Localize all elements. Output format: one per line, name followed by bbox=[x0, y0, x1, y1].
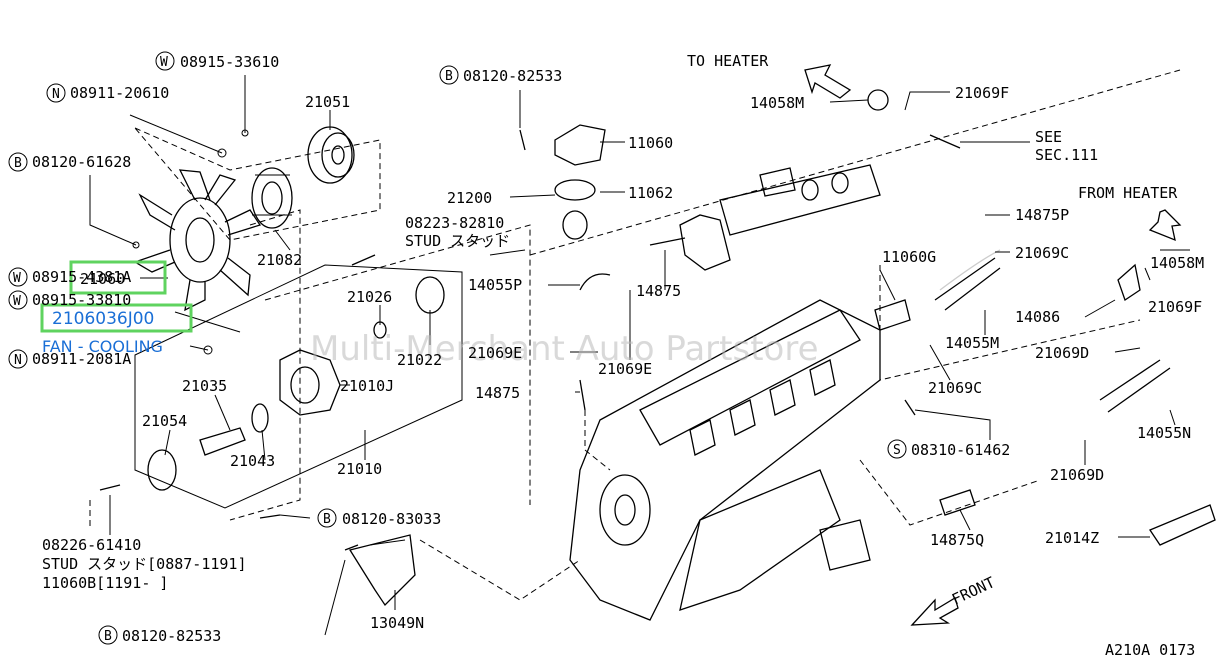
prefix-w-symbol: W bbox=[13, 294, 21, 309]
callout-21069d-mid[interactable]: 21069D bbox=[1035, 344, 1089, 362]
catalog-ref: A210A 0173 bbox=[1105, 641, 1195, 659]
callout-21043[interactable]: 21043 bbox=[230, 452, 275, 470]
highlight-box-part-number[interactable] bbox=[40, 303, 193, 333]
ref-dash-engine bbox=[859, 459, 1041, 526]
callout-21010j[interactable]: 21010J bbox=[340, 377, 394, 395]
highlight-part-number[interactable]: 2106036J00 bbox=[52, 309, 154, 329]
callout-11062[interactable]: 11062 bbox=[628, 184, 673, 202]
callout-14055n[interactable]: 14055N bbox=[1137, 424, 1191, 442]
from-heater-label: FROM HEATER bbox=[1078, 184, 1178, 202]
callout-21069f-right[interactable]: 21069F bbox=[1148, 298, 1202, 316]
callout-08226-61410[interactable]: 08226-61410 bbox=[42, 536, 141, 554]
ref-dash-mid bbox=[584, 410, 611, 471]
callout-21069d-low[interactable]: 21069D bbox=[1050, 466, 1104, 484]
stud-note-line2: 11060B[1191- ] bbox=[42, 574, 168, 592]
callout-14058m-top[interactable]: 14058M bbox=[750, 94, 804, 112]
callout-21082[interactable]: 21082 bbox=[257, 251, 302, 269]
line-art bbox=[89, 69, 1216, 636]
callout-21069e-left[interactable]: 21069E bbox=[468, 344, 522, 362]
callout-14875-left[interactable]: 14875 bbox=[475, 384, 520, 402]
prefix-circles: W N B W W N B B B S bbox=[8, 51, 907, 645]
callout-21060[interactable]: 21060 bbox=[80, 270, 125, 288]
callout-21051[interactable]: 21051 bbox=[305, 93, 350, 111]
water-outlet-drawing bbox=[679, 164, 881, 271]
from-heater-arrow-icon bbox=[1148, 209, 1182, 242]
sec-111-link[interactable]: SEC.111 bbox=[1035, 146, 1098, 164]
callout-21069e-right[interactable]: 21069E bbox=[598, 360, 652, 378]
callout-08120-82533-top[interactable]: 08120-82533 bbox=[463, 67, 562, 85]
prefix-b-symbol: B bbox=[104, 629, 112, 644]
ref-dash-bottom bbox=[419, 539, 581, 601]
to-heater-label: TO HEATER bbox=[687, 52, 769, 70]
callout-14086[interactable]: 14086 bbox=[1015, 308, 1060, 326]
hoses-drawing bbox=[348, 89, 1216, 607]
cooling-fan-drawing bbox=[133, 169, 262, 312]
callout-08915-4381a[interactable]: 08915-4381A bbox=[32, 268, 131, 286]
callout-14058m-right[interactable]: 14058M bbox=[1150, 254, 1204, 272]
stud-dash bbox=[264, 224, 531, 505]
callout-21069f-top[interactable]: 21069F bbox=[955, 84, 1009, 102]
callout-11060[interactable]: 11060 bbox=[628, 134, 673, 152]
front-arrow-icon bbox=[910, 597, 959, 626]
callout-21035[interactable]: 21035 bbox=[182, 377, 227, 395]
prefix-b-symbol: B bbox=[323, 512, 331, 527]
watermark-text: Multi-Merchant Auto Partstore bbox=[310, 329, 819, 369]
callout-14875p[interactable]: 14875P bbox=[1015, 206, 1069, 224]
callout-11060g[interactable]: 11060G bbox=[882, 248, 936, 266]
to-heater-arrow-icon bbox=[804, 64, 852, 99]
callout-08915-33810[interactable]: 08915-33810 bbox=[32, 291, 131, 309]
callout-08911-2081a[interactable]: 08911-2081A bbox=[32, 350, 131, 368]
prefix-b-symbol: B bbox=[445, 69, 453, 84]
prefix-n-symbol: N bbox=[52, 87, 60, 102]
prefix-w-symbol: W bbox=[13, 271, 21, 286]
callout-14875q[interactable]: 14875Q bbox=[930, 531, 984, 549]
callout-08120-82533-bottom[interactable]: 08120-82533 bbox=[122, 627, 221, 645]
leader-lines bbox=[89, 75, 1190, 636]
prefix-w-symbol: W bbox=[160, 55, 168, 70]
pulley-drawing bbox=[307, 126, 355, 184]
prefix-b-symbol: B bbox=[14, 156, 22, 171]
callout-08911-20610[interactable]: 08911-20610 bbox=[70, 84, 169, 102]
stud-note-line1: STUD スタッド[0887-1191] bbox=[42, 555, 247, 573]
callout-14875-top[interactable]: 14875 bbox=[636, 282, 681, 300]
callout-21069c-top[interactable]: 21069C bbox=[1015, 244, 1069, 262]
stud-label: STUD スタッド bbox=[405, 232, 510, 250]
callout-21054[interactable]: 21054 bbox=[142, 412, 187, 430]
callout-21022[interactable]: 21022 bbox=[397, 351, 442, 369]
callout-21069c-mid[interactable]: 21069C bbox=[928, 379, 982, 397]
callout-14055p[interactable]: 14055P bbox=[468, 276, 522, 294]
fan-clutch-drawing bbox=[251, 167, 293, 229]
callout-21010[interactable]: 21010 bbox=[337, 460, 382, 478]
callout-08223-82810[interactable]: 08223-82810 bbox=[405, 214, 504, 232]
ref-dash-right bbox=[879, 265, 1141, 381]
callout-08120-83033[interactable]: 08120-83033 bbox=[342, 510, 441, 528]
callout-08310-61462[interactable]: 08310-61462 bbox=[911, 441, 1010, 459]
callout-21014z[interactable]: 21014Z bbox=[1045, 529, 1099, 547]
callout-21026[interactable]: 21026 bbox=[347, 288, 392, 306]
ref-dash-top bbox=[529, 69, 1181, 256]
callout-08120-61628[interactable]: 08120-61628 bbox=[32, 153, 131, 171]
callout-21200[interactable]: 21200 bbox=[447, 189, 492, 207]
callout-14055m[interactable]: 14055M bbox=[945, 334, 999, 352]
engine-block-drawing bbox=[569, 299, 881, 621]
callout-08915-33610[interactable]: 08915-33610 bbox=[180, 53, 279, 71]
water-pump-drawing bbox=[147, 276, 445, 491]
thermostat-housing-drawing bbox=[519, 124, 606, 240]
water-pump-box bbox=[134, 264, 463, 509]
prefix-n-symbol: N bbox=[14, 353, 22, 368]
highlight-description: FAN - COOLING bbox=[42, 337, 163, 356]
see-label: SEE bbox=[1035, 128, 1062, 146]
highlight-box-ref[interactable] bbox=[69, 260, 167, 295]
fan-group-outline bbox=[134, 127, 381, 241]
front-label: FRONT bbox=[949, 573, 998, 608]
prefix-s-symbol: S bbox=[893, 443, 901, 458]
callout-13049n[interactable]: 13049N bbox=[370, 614, 424, 632]
